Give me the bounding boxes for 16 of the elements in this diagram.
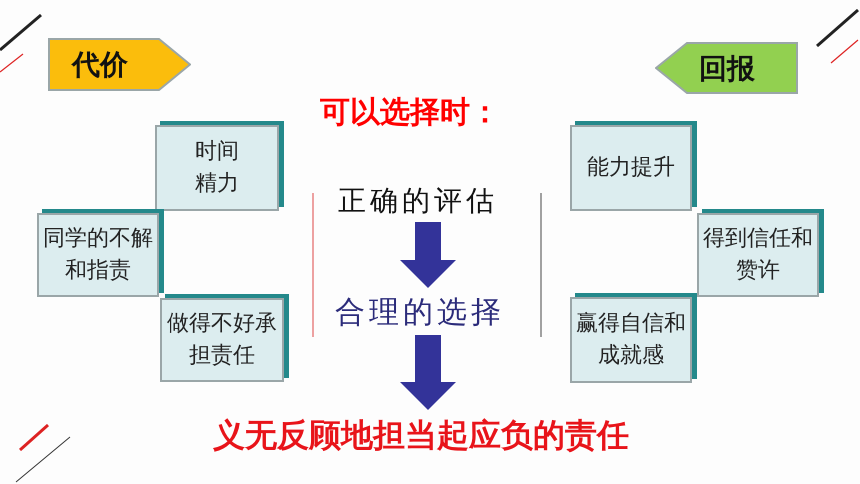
heading: 可以选择时： [320, 94, 500, 132]
card-text: 同学的不解和指责 [43, 225, 153, 285]
card-text: 得到信任和赞许 [703, 225, 813, 285]
step-text: 合理的选择 [335, 292, 505, 333]
tag-text: 回报 [699, 51, 755, 87]
tag-text: 代价 [72, 47, 128, 83]
block-arrow [400, 222, 456, 288]
block-arrow [400, 335, 456, 410]
card-text: 能力提升 [586, 154, 676, 182]
arrow-tag [48, 38, 191, 91]
card-text: 赢得自信和成就感 [576, 310, 686, 370]
card-text: 做得不好承担责任 [167, 310, 277, 370]
step-text: 义无反顾地担当起应负的责任 [213, 414, 629, 458]
step-text: 正确的评估 [338, 182, 498, 220]
card-text: 时间精力 [194, 138, 240, 198]
arrow-tag [655, 42, 798, 94]
